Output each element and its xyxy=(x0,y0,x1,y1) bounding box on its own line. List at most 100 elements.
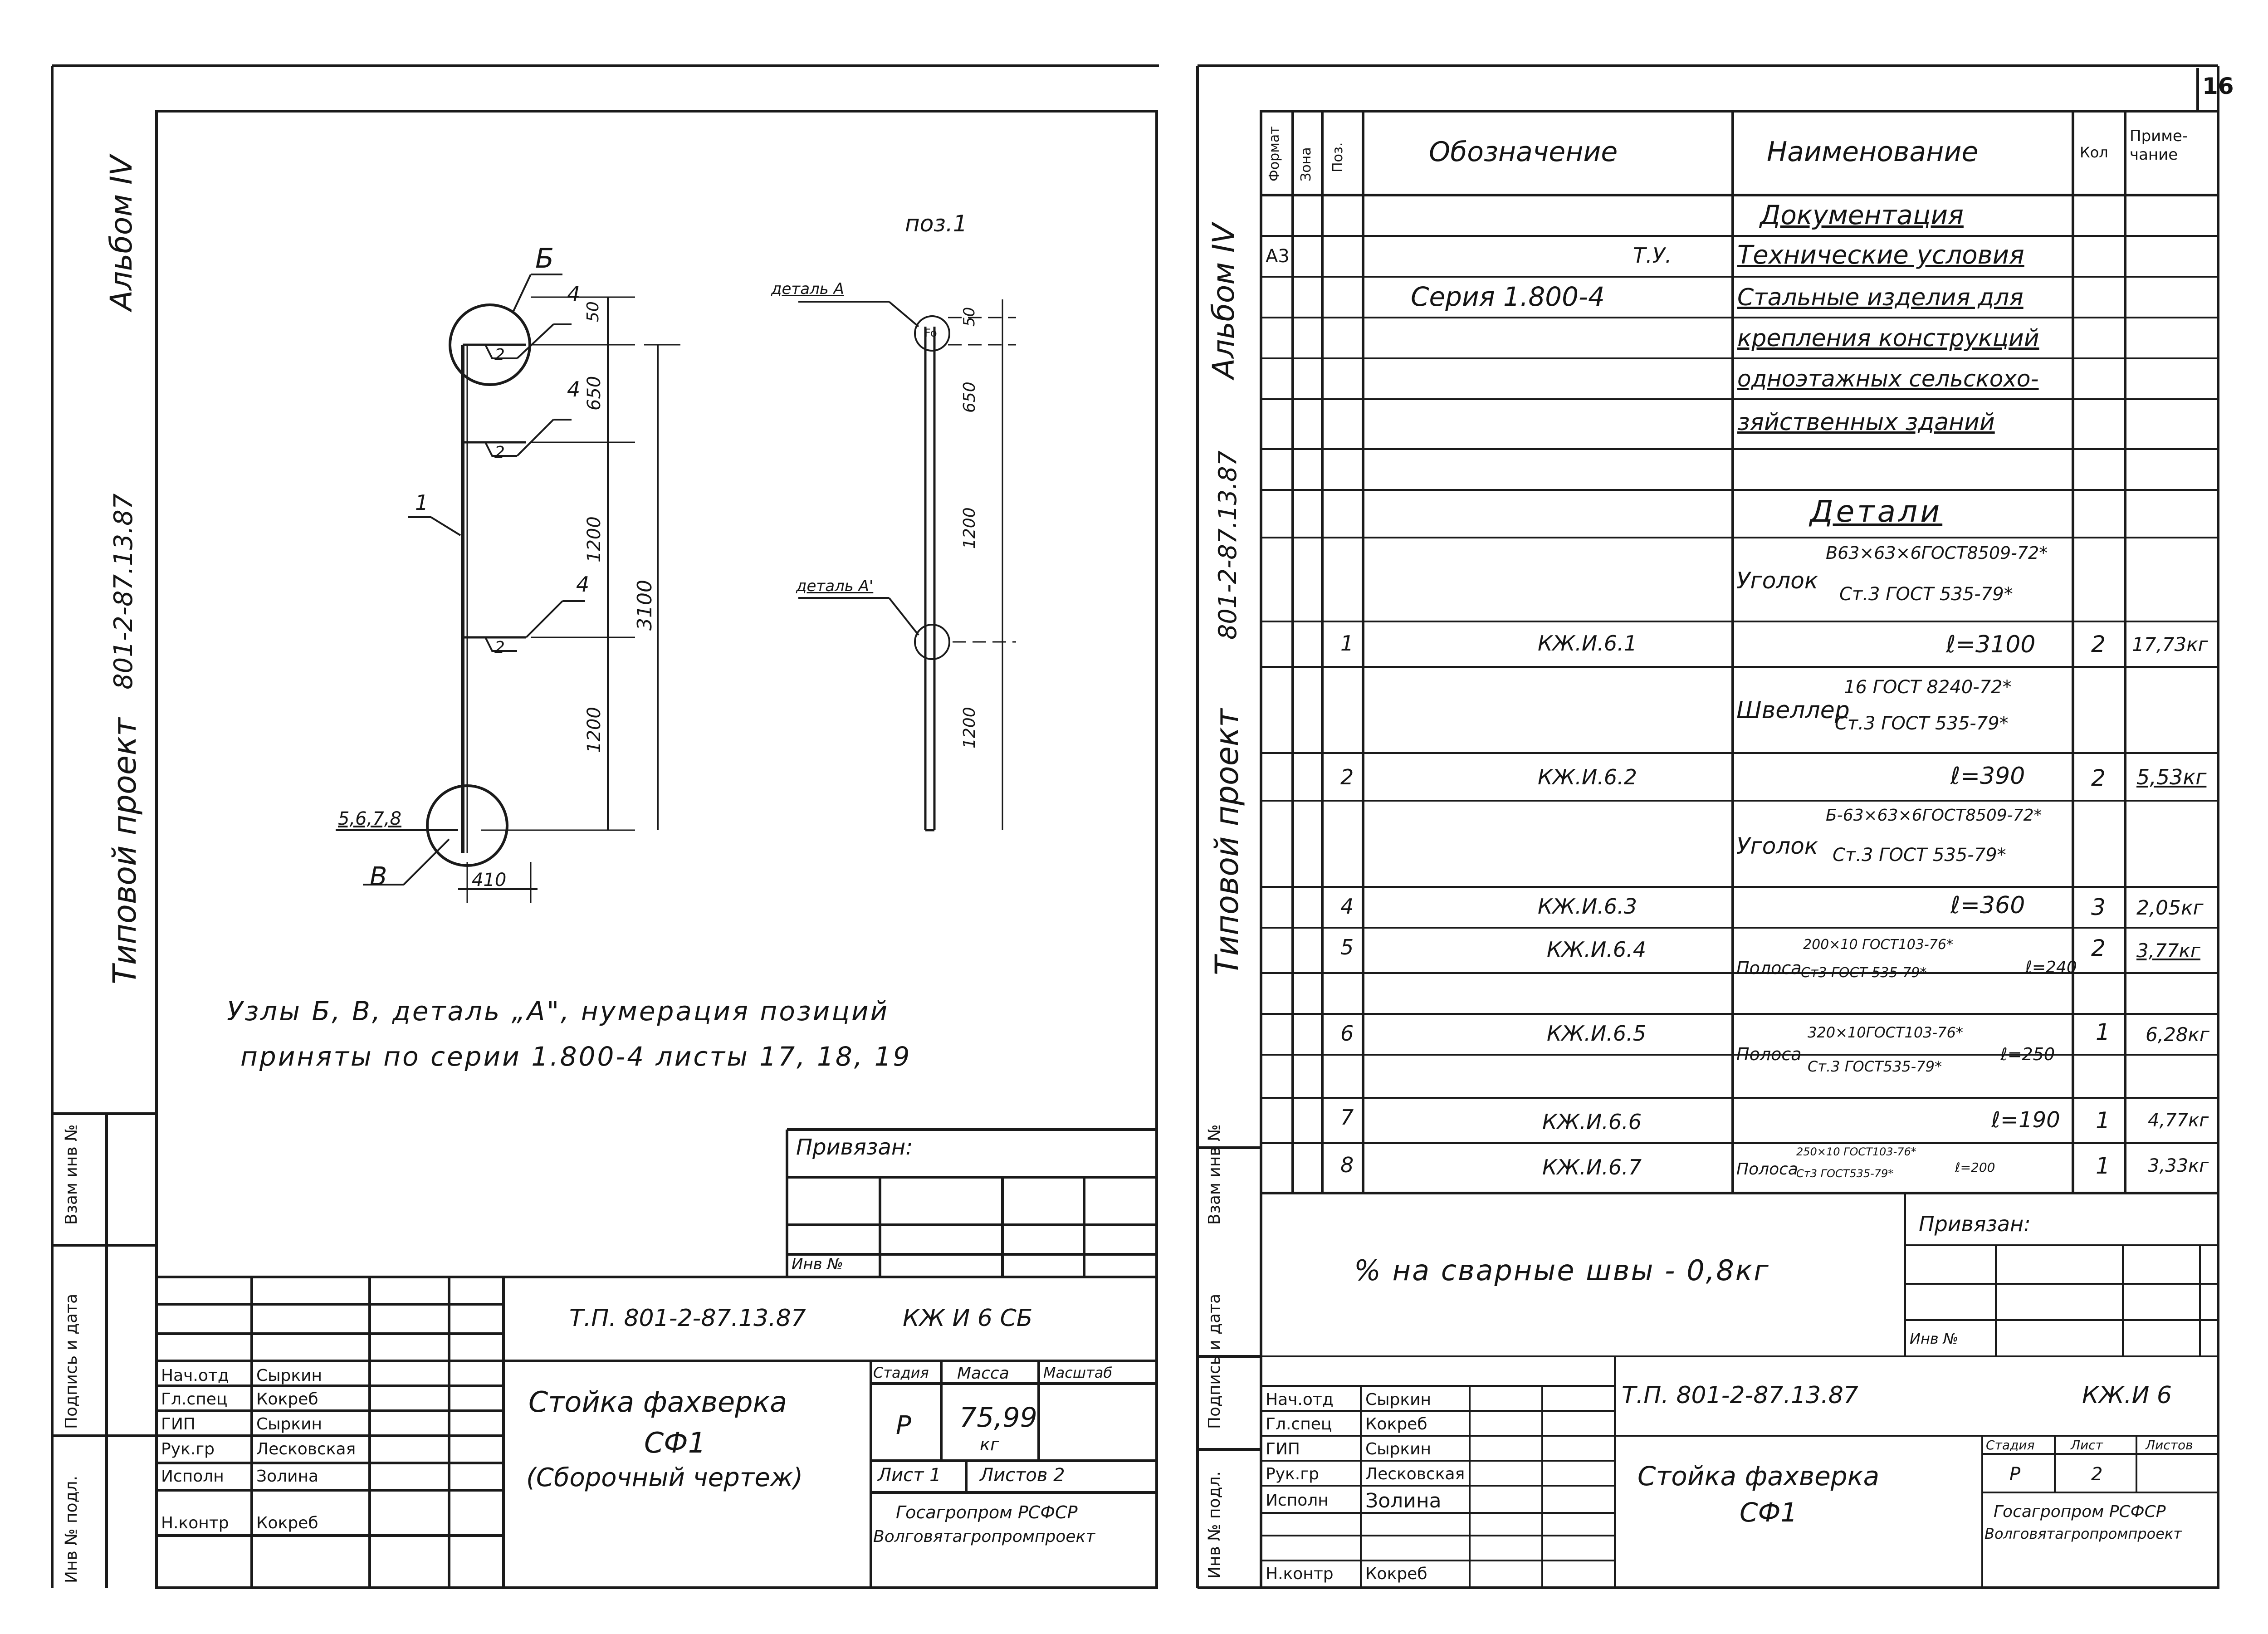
mark-4c: 4 xyxy=(576,572,590,597)
org-line1: Госагропром РСФСР xyxy=(896,1502,1078,1522)
series-designation: Серия 1.800-4 xyxy=(1411,281,1605,312)
title-mark: КЖ И 6 СБ xyxy=(903,1305,1033,1332)
name-1: Сыркин xyxy=(256,1366,323,1385)
r-role-4: Рук.гр xyxy=(1266,1465,1319,1483)
row1-name: ℓ=3100 xyxy=(1946,631,2036,658)
name-2: Кокреб xyxy=(256,1390,318,1409)
dim-410: 410 xyxy=(472,870,507,890)
row6-name-a: Полоса xyxy=(1736,1044,1802,1064)
mark-4b: 4 xyxy=(567,377,581,401)
row2-name: ℓ=390 xyxy=(1950,763,2025,790)
role-1: Нач.отд xyxy=(161,1366,229,1385)
name-4: Лесковская xyxy=(256,1440,356,1458)
title-code: Т.П. 801-2-87.13.87 xyxy=(569,1305,806,1332)
title-name1: Стойка фахверка xyxy=(528,1385,787,1419)
r-title-code: Т.П. 801-2-87.13.87 xyxy=(1622,1382,1858,1409)
name-6: Кокреб xyxy=(256,1514,318,1532)
mass-header: Масса xyxy=(957,1364,1009,1383)
mass-unit: кг xyxy=(980,1434,999,1454)
title-name3: (Сборочный чертеж) xyxy=(526,1463,803,1492)
r-role-3: ГИП xyxy=(1266,1440,1300,1458)
row6-name-l: ℓ=250 xyxy=(2000,1044,2055,1064)
mark-4a: 4 xyxy=(567,282,581,306)
row7-pos: 7 xyxy=(1340,1105,1354,1130)
row8-name-a: Полоса xyxy=(1736,1160,1798,1179)
inv-no-label: Инв № xyxy=(792,1255,843,1273)
r-name-2: Кокреб xyxy=(1365,1415,1427,1433)
name-5: Золина xyxy=(256,1467,319,1486)
stage-value: Р xyxy=(896,1411,911,1440)
dim-1200b: 1200 xyxy=(584,707,605,753)
row7-qty: 1 xyxy=(2096,1107,2110,1134)
row6-name-bot: Ст.3 ГОСТ535-79* xyxy=(1808,1058,1942,1075)
r-sheets-header: Листов xyxy=(2146,1438,2193,1453)
series-name-1: Стальные изделия для xyxy=(1737,284,2024,311)
row5-name-l: ℓ=240 xyxy=(2025,958,2077,977)
row5-mass: 3,77кг xyxy=(2136,939,2200,962)
r-inv-no-label: Инв № xyxy=(1910,1330,1959,1347)
mark-1: 1 xyxy=(415,490,429,515)
r-stamp-inv: Инв № подл. xyxy=(1205,1471,1224,1579)
r-name-4: Лесковская xyxy=(1365,1465,1465,1483)
stage-header: Стадия xyxy=(873,1364,929,1381)
shveller-top: 16 ГОСТ 8240-72* xyxy=(1844,677,2012,698)
tu-designation: Т.У. xyxy=(1633,243,1672,268)
row4-pos: 4 xyxy=(1340,894,1354,919)
row6-pos: 6 xyxy=(1340,1021,1354,1046)
row4-mass: 2,05кг xyxy=(2136,896,2204,920)
mark-2a: 2 xyxy=(494,346,505,364)
ugolok2-bot: Ст.3 ГОСТ 535-79* xyxy=(1833,845,2006,866)
album-label: Альбом IV xyxy=(104,155,139,311)
sheet-number: 16 xyxy=(2202,73,2234,99)
scale-header: Масштаб xyxy=(1043,1364,1113,1381)
ugolok1-label: Уголок xyxy=(1736,567,1818,594)
r-stamp-podpis: Подпись и дата xyxy=(1205,1293,1224,1429)
node-v-label: В xyxy=(370,862,387,891)
mass-value: 75,99 xyxy=(959,1402,1037,1433)
r-stage-header: Стадия xyxy=(1986,1438,2035,1453)
series-name-2: крепления конструкций xyxy=(1737,325,2039,352)
privyazan-label: Привязан: xyxy=(796,1135,913,1160)
row6-name-top: 320×10ГОСТ103-76* xyxy=(1808,1024,1963,1041)
drawing-note-line2: приняты по серии 1.800-4 листы 17, 18, 1… xyxy=(240,1041,912,1072)
hdr-format: Формат xyxy=(1266,126,1282,181)
row5-name-top: 200×10 ГОСТ103-76* xyxy=(1803,937,1953,953)
row4-qty: 3 xyxy=(2091,894,2106,920)
shveller-bot: Ст.3 ГОСТ 535-79* xyxy=(1835,713,2009,734)
row7-designation: КЖ.И.6.6 xyxy=(1542,1110,1642,1134)
fo-mark: Fo xyxy=(924,327,937,339)
role-6: Н.контр xyxy=(161,1514,229,1532)
r-project-type-label: Типовой проект xyxy=(1208,709,1246,975)
stamp-podpis: Подпись и дата xyxy=(62,1293,81,1429)
row7-mass: 4,77кг xyxy=(2148,1110,2209,1131)
row5-pos: 5 xyxy=(1340,935,1354,959)
row8-name-l: ℓ=200 xyxy=(1955,1160,1995,1175)
tu-name: Технические условия xyxy=(1737,240,2024,270)
project-code-label: 801-2-87.13.87 xyxy=(109,493,138,690)
title-name2: СФ1 xyxy=(644,1426,706,1459)
row8-mass: 3,33кг xyxy=(2148,1155,2209,1176)
r-privyazan-label: Привязан: xyxy=(1919,1212,2031,1236)
row1-mass: 17,73кг xyxy=(2132,633,2208,656)
row8-name-top: 250×10 ГОСТ103-76* xyxy=(1796,1145,1916,1158)
row8-pos: 8 xyxy=(1340,1153,1354,1177)
row2-designation: КЖ.И.6.2 xyxy=(1538,765,1637,789)
ugolok2-label: Уголок xyxy=(1736,833,1818,859)
row5-qty: 2 xyxy=(2091,935,2106,961)
r-project-code-label: 801-2-87.13.87 xyxy=(1213,450,1242,640)
row4-name: ℓ=360 xyxy=(1950,892,2025,919)
r-name-3: Сыркин xyxy=(1365,1440,1432,1458)
row5-name-a: Полоса xyxy=(1736,958,1802,978)
r-title-name2: СФ1 xyxy=(1740,1497,1798,1528)
r-role-1: Нач.отд xyxy=(1266,1390,1334,1409)
welds-note: % на сварные швы - 0,8кг xyxy=(1354,1254,1770,1287)
series-name-4: зяйственных зданий xyxy=(1737,409,1995,436)
role-2: Гл.спец xyxy=(161,1390,228,1409)
ugolok1-bot: Ст.3 ГОСТ 535-79* xyxy=(1839,584,2013,605)
r-org-line2: Волговятагропромпроект xyxy=(1984,1525,2182,1542)
series-name-3: одноэтажных сельскохо- xyxy=(1737,366,2039,392)
r-role-6: Н.контр xyxy=(1266,1565,1334,1583)
dim-1200a: 1200 xyxy=(584,516,605,563)
stamp-vzam: Взам инв № xyxy=(62,1124,81,1225)
